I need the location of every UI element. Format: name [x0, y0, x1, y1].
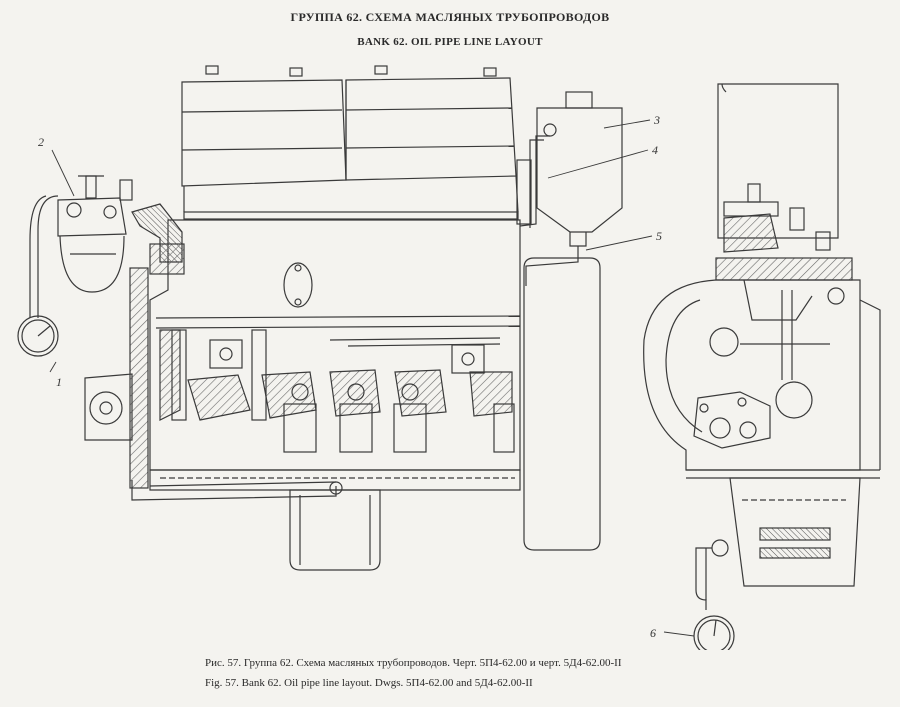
inspection-plate — [283, 262, 313, 308]
callout-1: 1 — [56, 375, 62, 389]
crank-main-bearing — [775, 381, 813, 419]
callout-6: 6 — [650, 626, 656, 640]
oil-filter-assembly — [57, 175, 183, 293]
drawing-title-english: BANK 62. OIL PIPE LINE LAYOUT — [357, 36, 543, 48]
oil-pump — [693, 391, 771, 449]
top-tank-right — [345, 77, 517, 181]
pressure-gauge-1 — [17, 315, 59, 357]
end-view-tank — [717, 83, 839, 239]
figure-caption-russian: Рис. 57. Группа 62. Схема масляных трубо… — [205, 657, 622, 669]
callout-5: 5 — [656, 229, 662, 243]
end-view-sump — [729, 477, 861, 587]
filler-cap-icon — [205, 65, 219, 75]
timing-cover — [84, 373, 133, 441]
crankcase — [149, 469, 521, 491]
oil-tank-3 — [516, 91, 623, 286]
crankcase-casing — [643, 279, 861, 471]
callout-2: 2 — [38, 135, 44, 149]
callout-3: 3 — [653, 113, 660, 127]
drawing-title-russian: ГРУППА 62. СХЕМА МАСЛЯНЫХ ТРУБОПРОВОДОВ — [290, 10, 610, 24]
flywheel-housing — [523, 257, 601, 551]
engine-end-view — [643, 83, 881, 650]
oil-pipe-layout-drawing: 2 1 3 4 5 6 — [17, 65, 881, 650]
oil-pan — [289, 489, 381, 571]
engine-side-view — [17, 65, 623, 571]
figure-caption-english: Fig. 57. Bank 62. Oil pipe line layout. … — [205, 677, 533, 689]
callout-4: 4 — [652, 143, 658, 157]
top-tank-left — [181, 79, 347, 187]
callout-leaders — [49, 119, 695, 637]
